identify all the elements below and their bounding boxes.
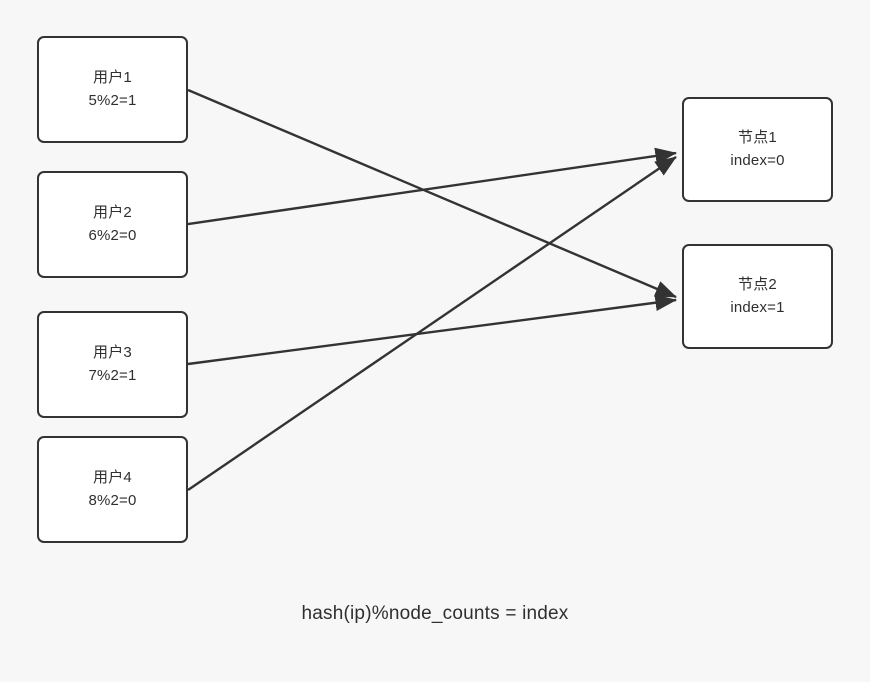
node-box-1[interactable]: 节点1 index=0 <box>682 97 833 202</box>
node-box-1-index: index=0 <box>730 151 785 169</box>
diagram-caption: hash(ip)%node_counts = index <box>301 603 569 624</box>
user-box-2-formula: 6%2=0 <box>88 226 137 244</box>
node-box-2-index: index=1 <box>730 298 785 316</box>
node-box-1-label: 节点1 <box>738 129 777 146</box>
node-box-2-label: 节点2 <box>738 276 777 293</box>
user-box-3-label: 用户3 <box>93 344 132 361</box>
edge-user4-to-node1 <box>187 156 677 491</box>
edge-user2-to-node1 <box>187 147 677 226</box>
user-box-1[interactable]: 用户1 5%2=1 <box>37 36 188 143</box>
user-box-2-label: 用户2 <box>93 204 132 221</box>
user-box-4-formula: 8%2=0 <box>88 491 137 509</box>
user-box-3[interactable]: 用户3 7%2=1 <box>37 311 188 418</box>
edge-user1-to-node2 <box>187 88 677 299</box>
user-box-4-label: 用户4 <box>93 469 132 486</box>
edge-user3-to-node2 <box>187 294 677 366</box>
user-box-1-formula: 5%2=1 <box>88 91 137 109</box>
user-box-1-label: 用户1 <box>93 69 132 86</box>
user-box-4[interactable]: 用户4 8%2=0 <box>37 436 188 543</box>
node-box-2[interactable]: 节点2 index=1 <box>682 244 833 349</box>
edges-group <box>187 88 677 491</box>
user-box-2[interactable]: 用户2 6%2=0 <box>37 171 188 278</box>
user-box-3-formula: 7%2=1 <box>88 366 137 384</box>
